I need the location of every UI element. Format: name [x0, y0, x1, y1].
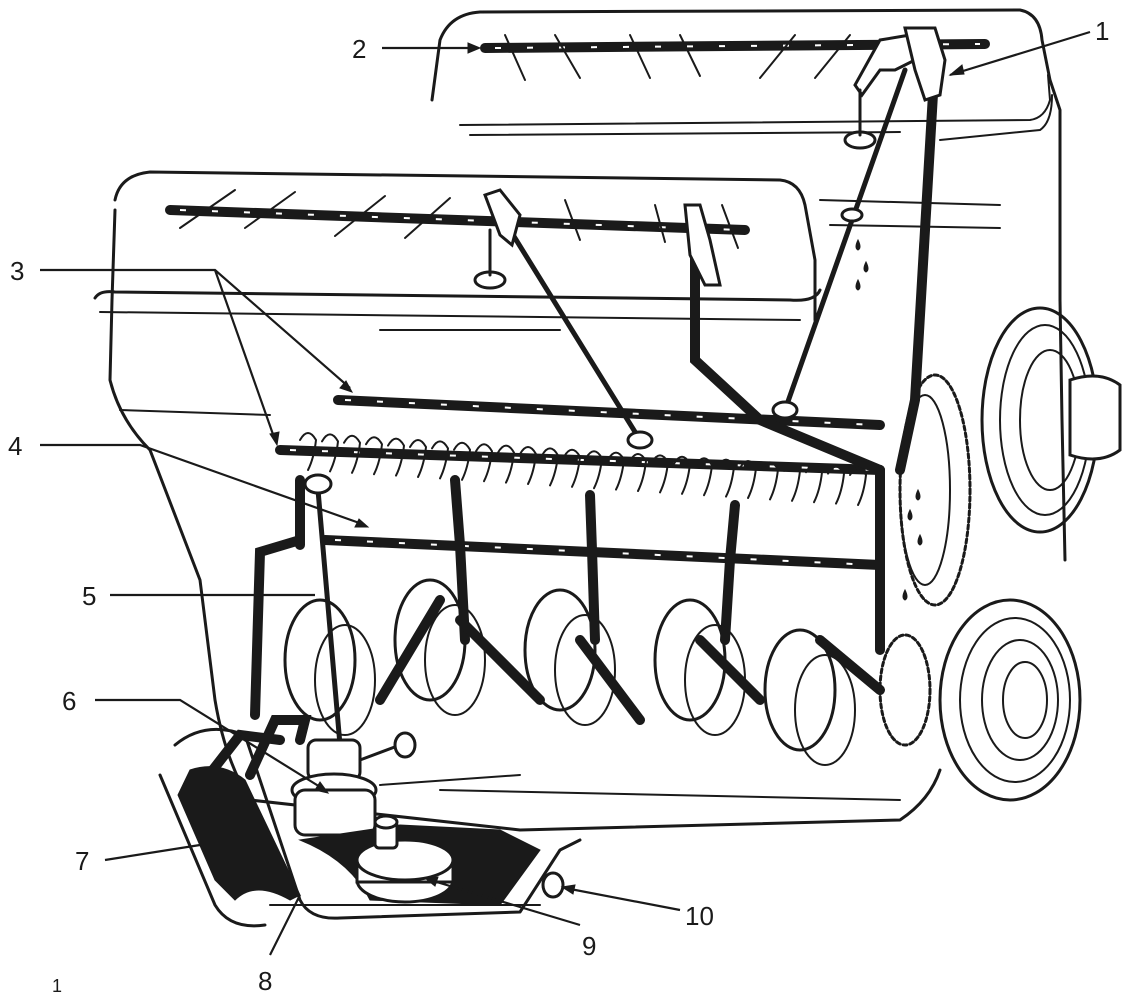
callout-labels: 1 2 3 4 5 6 7 8 9 10 1 — [8, 16, 1109, 996]
lifter-gallery-upper — [333, 395, 885, 430]
pushrods — [507, 67, 908, 450]
oil-pump — [290, 731, 417, 837]
callout-4: 4 — [8, 431, 22, 461]
leader-7 — [104, 843, 201, 862]
callout-3: 3 — [10, 256, 24, 286]
leader-3 — [40, 268, 351, 389]
leader-10 — [564, 886, 681, 912]
callout-8: 8 — [258, 966, 272, 996]
callout-9: 9 — [582, 931, 596, 961]
leader-4 — [40, 443, 366, 527]
main-bearing-feeds — [295, 465, 885, 655]
upper-pulley — [980, 306, 1122, 534]
rocker-ticks — [179, 34, 851, 249]
timing-chain-gear — [878, 373, 972, 747]
right-valve-cover — [430, 8, 1062, 302]
rocker-arms — [473, 26, 947, 290]
drain-plug — [541, 871, 565, 899]
callout-1: 1 — [1095, 16, 1109, 46]
callout-6: 6 — [62, 686, 76, 716]
lower-pulley — [938, 598, 1082, 802]
oil-pump-driveshaft — [303, 473, 343, 748]
leader-9 — [429, 878, 581, 927]
engine-block — [108, 199, 1067, 832]
callout-7: 7 — [75, 846, 89, 876]
oil-pickup-screen — [355, 814, 455, 904]
leader-6 — [95, 698, 326, 791]
main-oil-gallery — [320, 535, 885, 570]
oil-riser-passage — [690, 55, 940, 475]
oil-pickup-tube — [200, 535, 312, 785]
left-valve-cover — [93, 170, 822, 331]
leader-1 — [949, 30, 1091, 77]
crankshaft — [283, 578, 885, 766]
callout-10: 10 — [685, 901, 714, 931]
leader-8 — [269, 894, 301, 956]
callout-2: 2 — [352, 34, 366, 64]
callout-5: 5 — [82, 581, 96, 611]
camshaft-lobes — [299, 432, 867, 506]
leader-lines — [40, 30, 1091, 956]
figure-number: 1 — [52, 976, 62, 996]
oil-drips — [840, 207, 923, 601]
